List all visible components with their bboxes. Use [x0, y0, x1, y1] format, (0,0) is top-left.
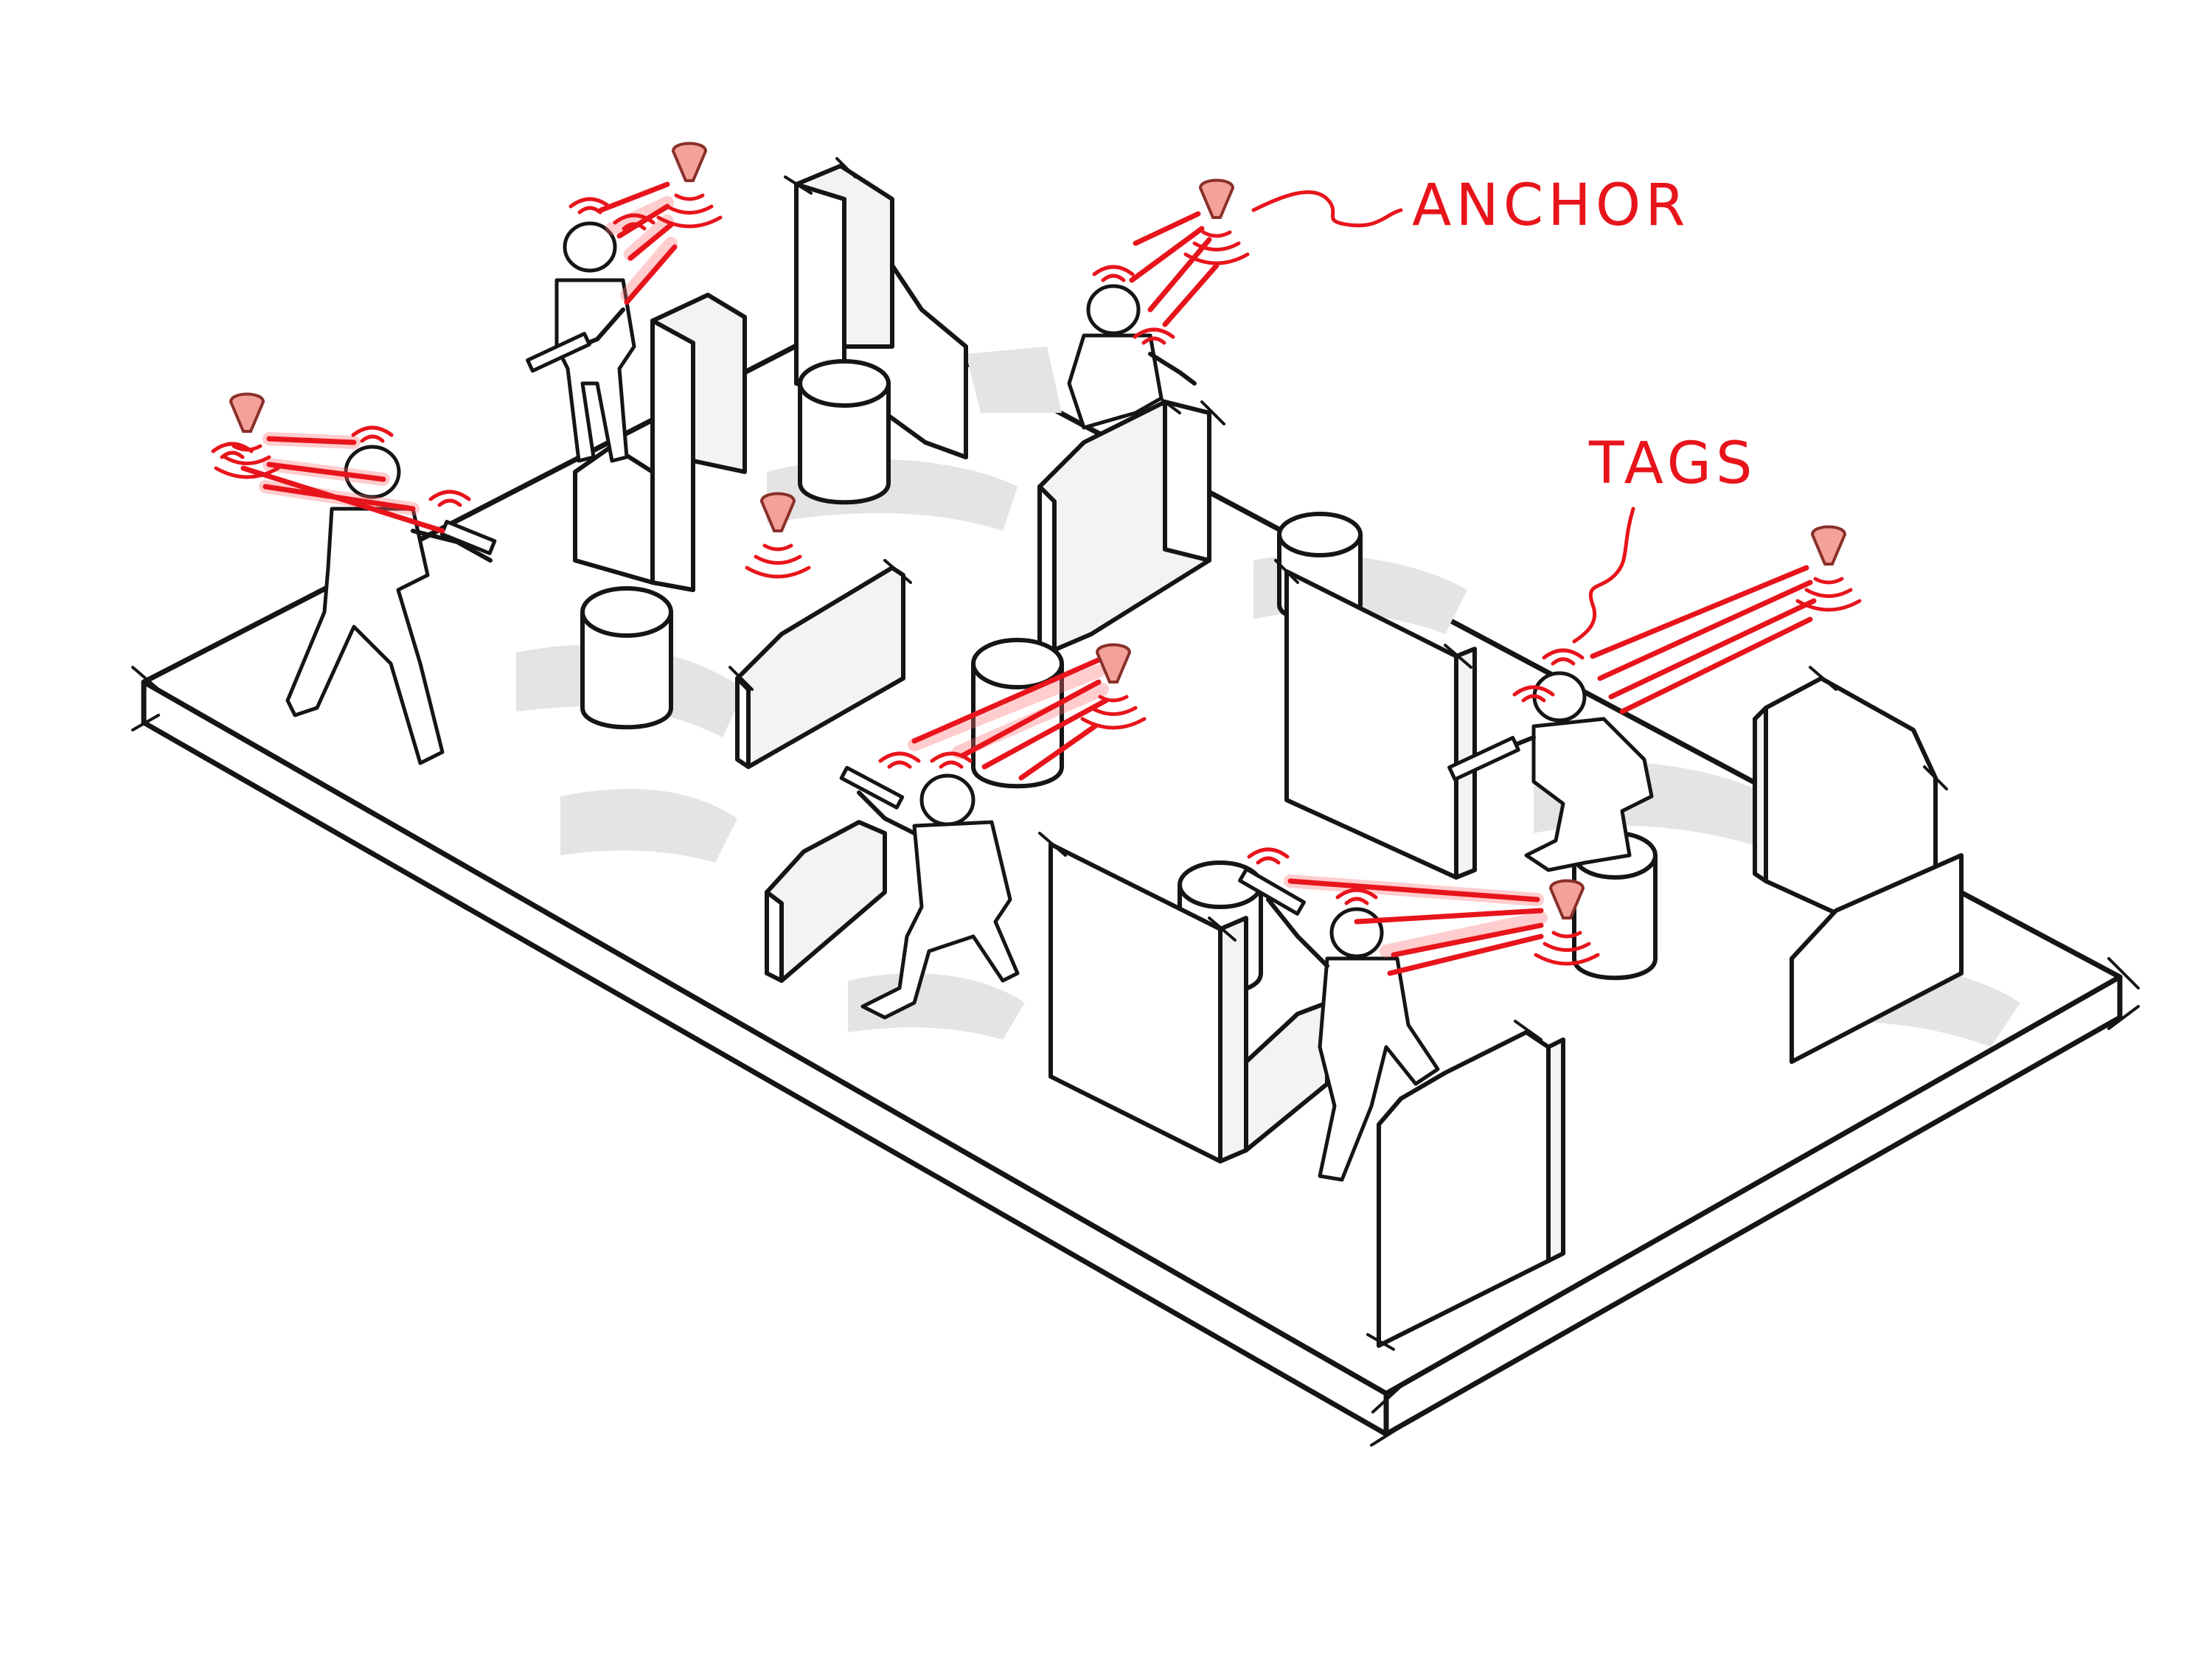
wall-front-middle	[1038, 832, 1329, 1164]
arena-floor	[131, 307, 2140, 1447]
signal-beams	[240, 181, 1817, 976]
anchor-icon	[1795, 525, 1862, 612]
annotations: ANCHOR TAGS	[1251, 173, 1757, 644]
tag-signal-icon	[878, 751, 921, 769]
tag-signal-icon	[568, 197, 611, 215]
tag-signals	[211, 197, 1585, 905]
players	[285, 221, 1654, 1182]
tag-signal-icon	[1247, 847, 1290, 865]
wall-upper-middle	[1037, 389, 1225, 666]
tag-signal-icon	[613, 213, 655, 231]
barrel-back	[798, 359, 891, 505]
tag-signal-icon	[211, 442, 254, 459]
player-top-left	[526, 221, 636, 463]
wall-far-right	[1753, 666, 1964, 1064]
barrel-left	[580, 586, 673, 730]
wall-center-small	[728, 559, 912, 769]
tag-signal-icon	[1092, 265, 1135, 282]
anchor-icon	[214, 392, 280, 479]
tags-label: TAGS	[1588, 431, 1757, 497]
tags-pointer	[1572, 507, 1635, 644]
player-right	[1447, 671, 1654, 872]
anchor-icon	[745, 492, 811, 579]
anchor-pointer	[1251, 190, 1403, 228]
anchor-icon	[1534, 879, 1600, 966]
wall-front-right	[1366, 1020, 1565, 1351]
wall-center-left-low	[765, 820, 887, 983]
tag-signal-icon	[1133, 327, 1175, 345]
tag-signal-icon	[1542, 648, 1585, 666]
obstacles	[573, 157, 1964, 1351]
tag-signal-icon	[1335, 888, 1378, 905]
wall-upper-left	[573, 293, 747, 592]
anchors	[214, 142, 1862, 966]
anchor-icon	[656, 142, 723, 229]
anchor-icon	[1183, 178, 1250, 265]
tag-signal-icon	[930, 751, 973, 769]
tag-signal-icon	[351, 425, 394, 443]
anchor-label: ANCHOR	[1412, 173, 1689, 239]
anchor-icon	[1080, 643, 1147, 730]
barrel-front-right	[1572, 831, 1658, 981]
tag-signal-icon	[1512, 685, 1555, 703]
player-top-middle	[1067, 284, 1197, 430]
player-center	[839, 765, 1020, 1020]
tag-signal-icon	[428, 490, 471, 507]
wall-right-large	[1274, 559, 1477, 880]
barrel-center	[971, 638, 1064, 789]
player-left	[285, 445, 497, 765]
